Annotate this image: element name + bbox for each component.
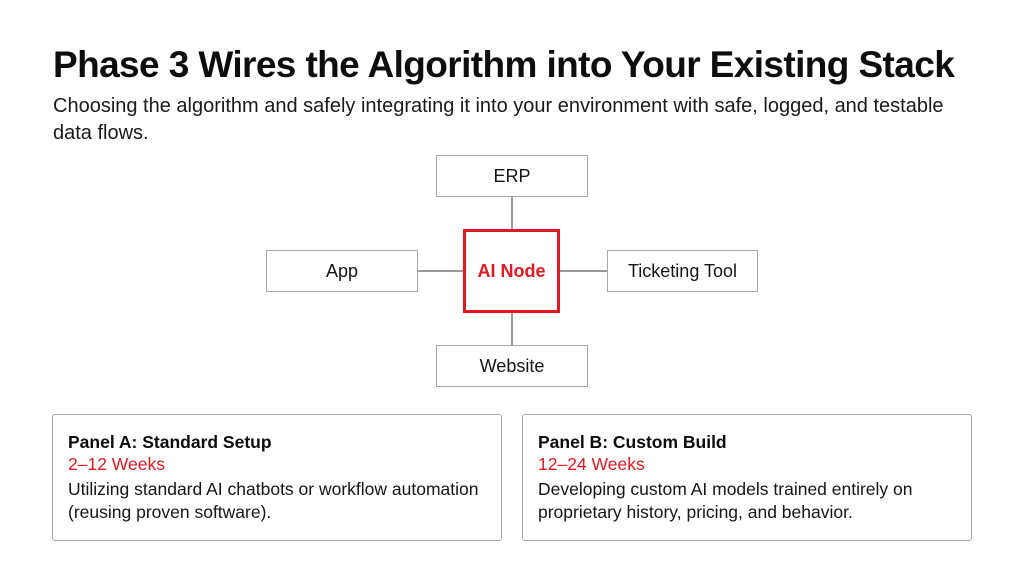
node-ticketing-tool: Ticketing Tool: [607, 250, 758, 292]
node-ai-core: AI Node: [463, 229, 560, 313]
node-erp-label: ERP: [493, 165, 531, 186]
connector-bottom: [511, 312, 513, 345]
node-website-label: Website: [479, 355, 545, 376]
panel-standard-setup: Panel A: Standard Setup 2–12 Weeks Utili…: [52, 414, 502, 541]
node-app: App: [266, 250, 418, 292]
connector-top: [511, 196, 513, 230]
connector-left: [417, 270, 464, 272]
panel-description: Developing custom AI models trained enti…: [538, 479, 913, 522]
node-app-label: App: [325, 260, 359, 281]
node-ai-core-label: AI Node: [477, 260, 546, 281]
panel-description: Utilizing standard AI chatbots or workfl…: [68, 479, 479, 522]
panel-title: Panel B: Custom Build: [538, 432, 727, 452]
node-website: Website: [436, 345, 588, 387]
connector-right: [559, 270, 607, 272]
panel-duration: 2–12 Weeks: [68, 454, 165, 474]
page-title: Phase 3 Wires the Algorithm into Your Ex…: [53, 44, 955, 85]
panel-custom-build: Panel B: Custom Build 12–24 Weeks Develo…: [522, 414, 972, 541]
panel-title: Panel A: Standard Setup: [68, 432, 272, 452]
node-ticketing-tool-label: Ticketing Tool: [627, 260, 738, 281]
page-subtitle: Choosing the algorithm and safely integr…: [53, 95, 944, 144]
panel-duration: 12–24 Weeks: [538, 454, 645, 474]
node-erp: ERP: [436, 155, 588, 197]
